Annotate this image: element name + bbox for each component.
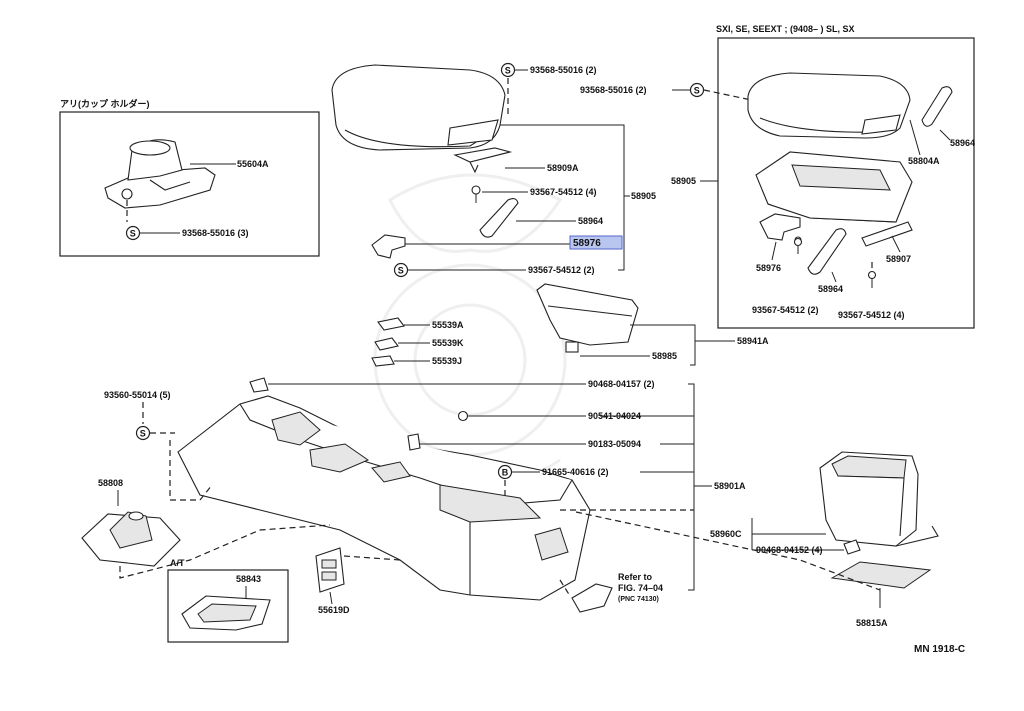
bolt-lower-b[interactable]: [867, 270, 877, 289]
bracket-58907[interactable]: [861, 221, 913, 247]
label-58941A[interactable]: 58941A: [737, 336, 769, 346]
label-93568-55016-3[interactable]: 93568-55016 (3): [182, 228, 249, 238]
screw-symbol-s: [125, 225, 141, 241]
label-55539K[interactable]: 55539K: [432, 338, 464, 348]
label-90468-04152[interactable]: 90468-04152 (4): [756, 545, 823, 555]
console-box-tray[interactable]: [755, 151, 913, 223]
clip-90468-04157[interactable]: [249, 377, 269, 393]
label-55619D[interactable]: 55619D: [318, 605, 350, 615]
label-91665-40616[interactable]: 91665-40616 (2): [542, 467, 609, 477]
label-93560-55014[interactable]: 93560-55014 (5): [104, 390, 171, 400]
bolt-lower-a[interactable]: [793, 237, 803, 255]
refer-line3: (PNC 74130): [618, 596, 659, 603]
label-93567-54512-4b[interactable]: 93567-54512 (4): [838, 310, 905, 320]
label-58976a[interactable]: 58976: [573, 238, 601, 249]
cup-holder-frame: [59, 111, 320, 257]
switch-55619D[interactable]: [315, 547, 345, 593]
at-box-title: A/T: [170, 558, 185, 568]
label-93568-55016-2a[interactable]: 93568-55016 (2): [530, 65, 597, 75]
lid-part[interactable]: [571, 583, 613, 613]
label-58985[interactable]: 58985: [652, 351, 677, 361]
console-box-58960C[interactable]: [819, 451, 939, 547]
clip-55539J[interactable]: [371, 355, 395, 367]
label-58964b[interactable]: 58964: [950, 138, 975, 148]
lever-58964-lower[interactable]: [807, 228, 847, 275]
highlight-58976: [569, 235, 623, 250]
label-58976b[interactable]: 58976: [756, 263, 781, 273]
refer-line1: Refer to: [618, 572, 653, 582]
refer-line2: FIG. 74–04: [618, 583, 663, 593]
label-58905b[interactable]: 58905: [671, 176, 696, 186]
label-58964a[interactable]: 58964: [578, 216, 603, 226]
grade-frame: [717, 37, 975, 329]
cup-holder-title: アリ(カップ ホルダー): [60, 98, 150, 109]
hinge-58909A[interactable]: [453, 147, 513, 174]
label-58901A[interactable]: 58901A: [714, 481, 746, 491]
screw-symbol-s-3: [393, 262, 409, 278]
label-58815A[interactable]: 58815A: [856, 618, 888, 628]
grade-box-title: SXI, SE, SEEXT ; (9408– ) SL, SX: [716, 24, 855, 34]
clip-55539K[interactable]: [374, 337, 399, 351]
bolt-93567-54512[interactable]: [471, 185, 481, 203]
armrest-cover-58905[interactable]: [331, 64, 506, 151]
svg-text:S: S: [398, 265, 404, 275]
at-box: A/T: [167, 558, 289, 643]
clip-90541-04024[interactable]: [457, 410, 469, 422]
mat-58815A[interactable]: [830, 561, 932, 589]
cup-holder-part-55604A[interactable]: [104, 139, 216, 209]
armrest-cover-upper[interactable]: [747, 72, 911, 139]
lever-58964-upper[interactable]: [921, 86, 953, 127]
cup-holder-box: アリ(カップ ホルダー) 55604A S 93568-55016 (3): [59, 98, 320, 257]
label-58909A[interactable]: 58909A: [547, 163, 579, 173]
label-58907[interactable]: 58907: [886, 254, 911, 264]
svg-text:S: S: [130, 228, 136, 238]
screw-symbol-s-5: [135, 425, 151, 441]
bracket-58976[interactable]: [371, 234, 406, 259]
clip-55539A[interactable]: [377, 317, 405, 331]
label-55539J[interactable]: 55539J: [432, 356, 462, 366]
lever-58964[interactable]: [479, 197, 519, 238]
tray-58985[interactable]: [536, 283, 639, 353]
shift-bezel-58843[interactable]: [181, 595, 271, 631]
label-58843[interactable]: 58843: [236, 574, 261, 584]
bracket-58976-upper[interactable]: [759, 213, 802, 244]
label-93567-54512-2a[interactable]: 93567-54512 (2): [528, 265, 595, 275]
svg-text:S: S: [140, 428, 146, 438]
label-55539A[interactable]: 55539A: [432, 320, 464, 330]
bolt-symbol-b: [497, 464, 513, 480]
label-93567-54512-2b[interactable]: 93567-54512 (2): [752, 305, 819, 315]
label-90183-05094[interactable]: 90183-05094: [588, 439, 641, 449]
label-90468-04157[interactable]: 90468-04157 (2): [588, 379, 655, 389]
label-58905a[interactable]: 58905: [631, 191, 656, 201]
shift-boot-58808[interactable]: [81, 511, 181, 567]
label-93567-54512-4a[interactable]: 93567-54512 (4): [530, 187, 597, 197]
refer-note: Refer to FIG. 74–04 (PNC 74130): [559, 572, 663, 613]
label-58808[interactable]: 58808: [98, 478, 123, 488]
at-frame: [167, 569, 289, 643]
label-58804A[interactable]: 58804A: [908, 156, 940, 166]
clip-90183-05094[interactable]: [407, 433, 421, 451]
svg-text:B: B: [502, 467, 509, 477]
console-body-58901A[interactable]: [177, 395, 591, 601]
screw-symbol-s-2: [500, 62, 516, 78]
clip-90468-04152[interactable]: [843, 539, 861, 555]
svg-text:S: S: [694, 85, 700, 95]
svg-text:S: S: [505, 65, 511, 75]
screw-symbol-s-4: [689, 82, 705, 98]
label-93568-55016-2b[interactable]: 93568-55016 (2): [580, 85, 647, 95]
drawing-code: MN 1918-C: [914, 644, 965, 655]
label-58960C[interactable]: 58960C: [710, 529, 742, 539]
grade-box: SXI, SE, SEEXT ; (9408– ) SL, SX S 93568…: [580, 24, 975, 329]
label-58964c[interactable]: 58964: [818, 284, 843, 294]
label-55604A[interactable]: 55604A: [237, 159, 269, 169]
